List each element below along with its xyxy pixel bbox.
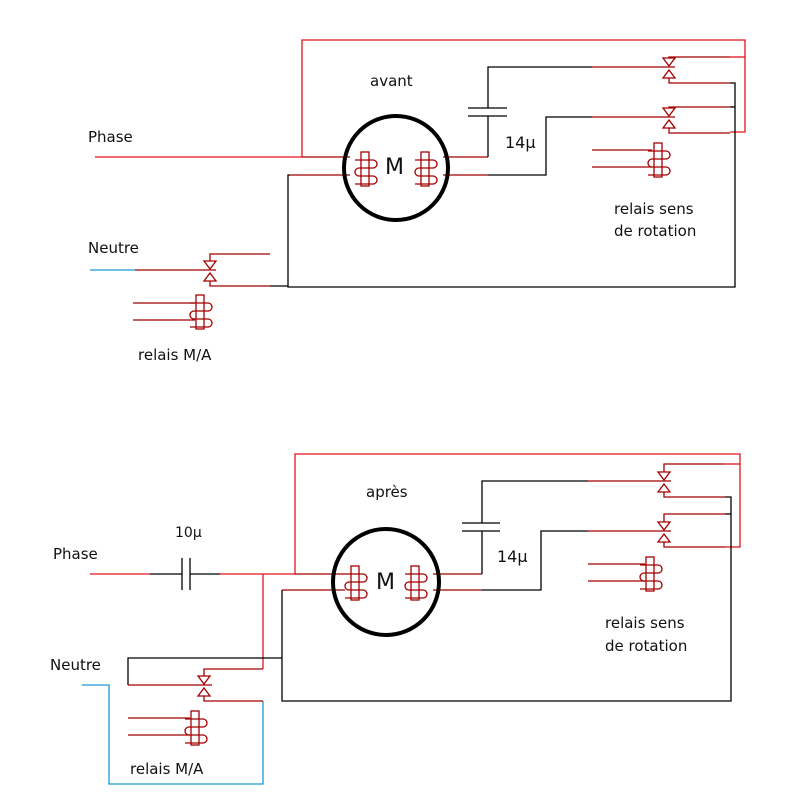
bottom-motor-winding-right — [404, 565, 428, 601]
top-neutre-label: Neutre — [88, 239, 139, 257]
top-dir-contact1-no — [668, 56, 730, 62]
top-ma-relay-contact-lower-icon — [202, 271, 218, 282]
top-dir-contact2-no — [668, 106, 730, 112]
top-ma-relay-contact-upper-icon — [202, 260, 218, 271]
bottom-motor-winding-left — [344, 565, 368, 601]
bottom-dir-relay-2-contact-lower-icon — [656, 532, 672, 543]
top-phase-label: Phase — [88, 128, 133, 146]
bottom-onoff-relay-coil-icon — [184, 710, 208, 746]
top-dir-relay-2-contact-lower-icon — [661, 118, 677, 129]
bottom-ma-relay-contact-upper-icon — [196, 675, 212, 686]
bottom-capacitor-label: 14µ — [497, 547, 528, 566]
bottom-start-capacitor-label: 10µ — [175, 525, 202, 541]
top-phase-loop-wire — [301, 39, 746, 157]
bottom-neutral-wire — [82, 684, 264, 785]
bottom-direction-relay-coil-icon — [639, 556, 663, 592]
top-dir-contact1-nc — [668, 78, 730, 84]
bottom-dir-contact2-nc — [663, 542, 725, 548]
top-title: avant — [370, 72, 413, 90]
bottom-dir-contact1-nc — [663, 492, 725, 498]
bottom-title: après — [366, 483, 408, 501]
top-winding-wire — [488, 116, 592, 176]
top-ma-contact-no — [209, 253, 270, 265]
bottom-ma-contact-no — [203, 668, 263, 680]
bottom-phase-loop-wire — [294, 453, 741, 574]
top-relay-direction-label-2: de rotation — [614, 222, 697, 240]
top-cap-wire-high — [487, 66, 592, 108]
top-relay-onoff-label: relais M/A — [138, 346, 212, 364]
bottom-relay-direction-label-2: de rotation — [605, 637, 688, 655]
top-direction-relay-coil-icon — [647, 142, 671, 178]
bottom-return-wire — [281, 496, 732, 702]
top-capacitor-label: 14µ — [505, 133, 536, 152]
top-ma-contact-nc — [209, 281, 270, 287]
top-dir-relay-2-contact-upper-icon — [661, 107, 677, 118]
bottom-cap-wire-high — [481, 480, 588, 523]
bottom-winding-wire — [482, 530, 588, 591]
bottom-motor-icon — [331, 527, 441, 637]
top-dir-relay-1-contact-upper-icon — [661, 57, 677, 68]
bottom-dir-relay-1-contact-upper-icon — [656, 471, 672, 482]
bottom-relay-direction-label-1: relais sens — [605, 614, 685, 632]
top-return-wire — [287, 82, 736, 288]
bottom-dir-relay-2-contact-upper-icon — [656, 521, 672, 532]
top-relay-direction-label-1: relais sens — [614, 200, 694, 218]
bottom-relay-onoff-label: relais M/A — [130, 760, 204, 778]
bottom-dir-relay-1-contact-lower-icon — [656, 482, 672, 493]
bottom-ma-contact-nc — [203, 696, 263, 702]
top-motor-winding-right — [414, 151, 438, 187]
bottom-motor-label: M — [376, 570, 395, 595]
bottom-phase-label: Phase — [53, 545, 98, 563]
bottom-ma-to-motor — [127, 657, 282, 685]
top-motor-icon — [342, 114, 450, 222]
bottom-ma-relay-contact-lower-icon — [196, 686, 212, 697]
top-motor-label: M — [385, 155, 404, 180]
top-motor-winding-left — [354, 151, 378, 187]
top-dir-contact2-nc — [668, 128, 730, 134]
bottom-neutre-label: Neutre — [50, 656, 101, 674]
bottom-dir-contact1-no — [663, 463, 725, 476]
top-onoff-relay-coil-icon — [189, 294, 213, 330]
top-dir-relay-1-contact-lower-icon — [661, 68, 677, 79]
bottom-dir-contact2-no — [663, 513, 725, 526]
